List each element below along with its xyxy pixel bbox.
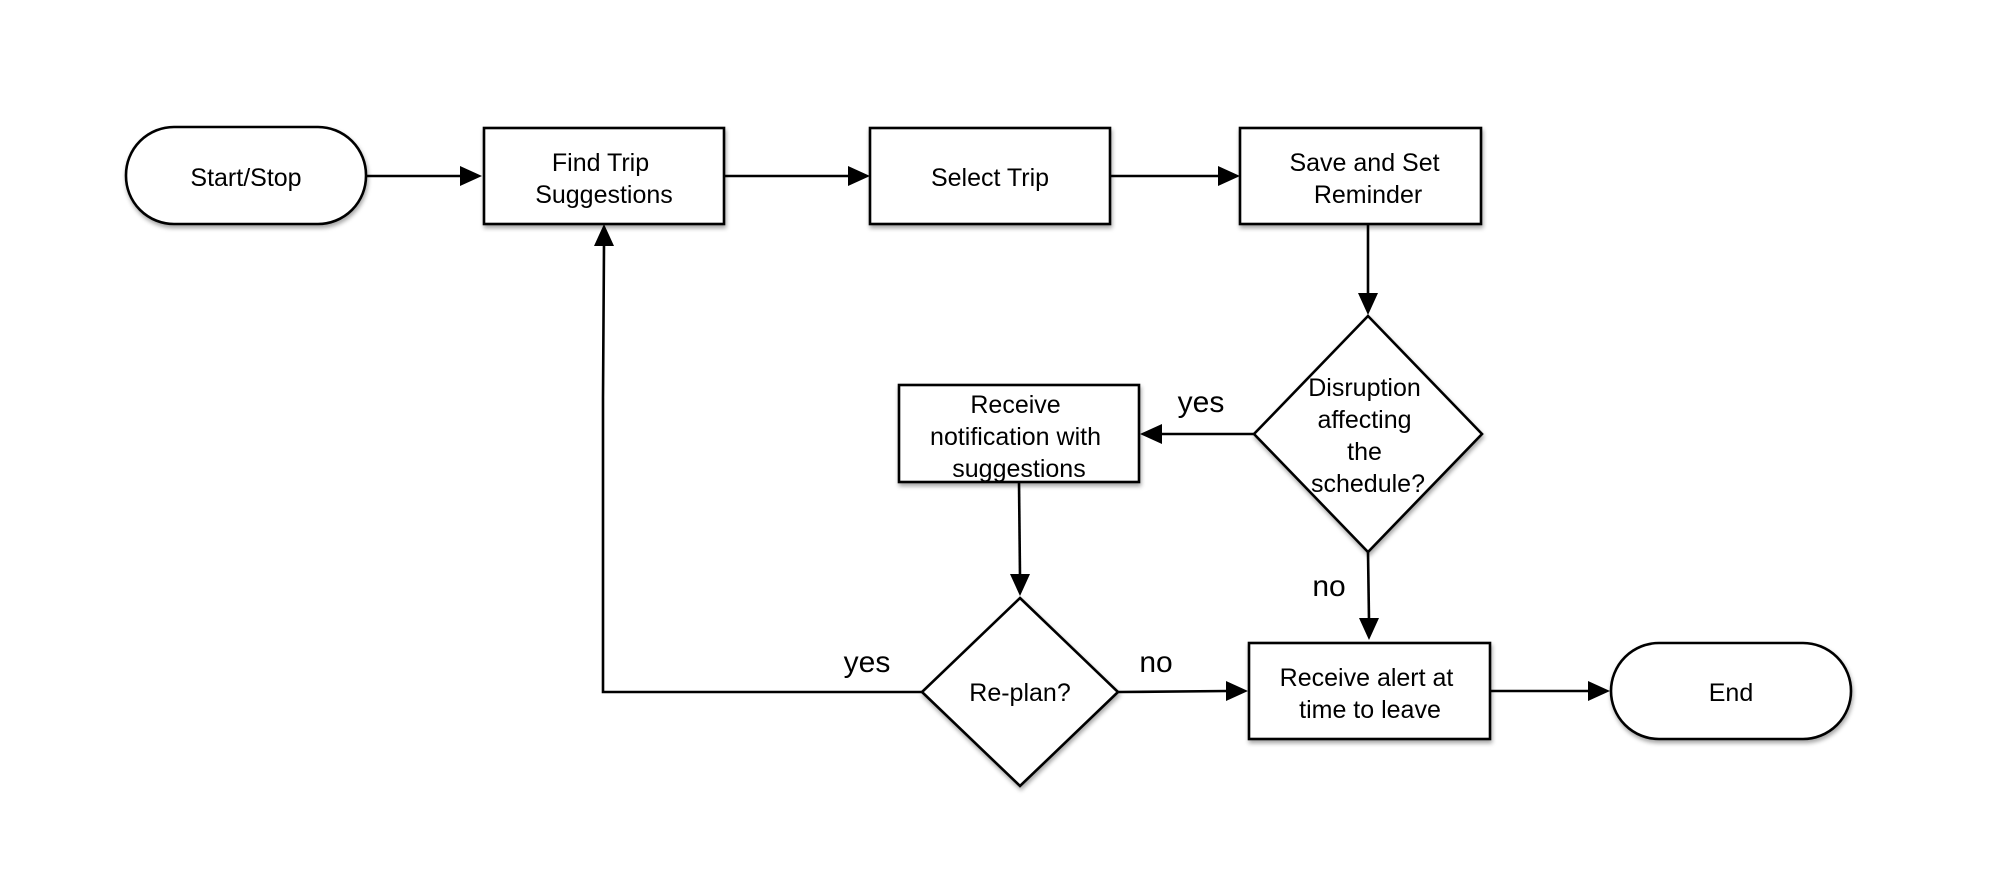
edge-receive-alert-to-end [1490,681,1610,701]
edge-find-trip-to-select-trip [724,166,870,186]
edge-replan-to-find-trip: yes [594,224,922,694]
svg-text:Find Trip Suggestions: Find Trip Suggestions [535,149,673,209]
edge-disruption-to-receive-notification: yes [1140,386,1254,444]
node-receive-notification-label-line1: Receive [970,391,1060,419]
svg-text:End: End [1709,679,1753,707]
node-find-trip-suggestions: Find Trip Suggestions [482,126,726,226]
svg-text:Disruption affecting: Disruption affecting the schedule? [1308,374,1428,498]
svg-text:Receive notification wit: Receive notification with suggestions [930,391,1108,483]
node-replan-decision: Re-plan? [920,596,1120,788]
node-receive-notification: Receive notification with suggestions [897,383,1141,484]
node-receive-alert-label-line1: Receive alert at [1280,664,1454,692]
edge-receive-notification-to-replan [1010,481,1030,596]
edge-label-replan-yes: yes [844,646,891,679]
edge-label-disruption-no: no [1312,570,1345,603]
node-start-stop-label: Start/Stop [190,164,301,192]
node-disruption-label-line3: the [1347,438,1382,466]
edge-replan-to-receive-alert: no [1117,646,1248,701]
svg-text:Receive alert at time to: Receive alert at time to leave [1280,664,1461,724]
node-receive-notification-label-line2: notification with [930,423,1101,451]
node-replan-label: Re-plan? [969,679,1070,707]
node-disruption-label-line2: affecting [1317,406,1411,434]
node-disruption-decision: Disruption affecting the schedule? [1252,314,1484,554]
svg-text:Start/Stop: Start/Stop [190,164,301,192]
node-save-reminder-label-line2: Reminder [1314,181,1422,209]
svg-text:Save and Set Reminder: Save and Set Reminder [1289,149,1446,209]
edge-select-trip-to-save-reminder [1110,166,1240,186]
edge-disruption-to-receive-alert: no [1312,551,1379,640]
edge-start-to-find-trip [366,166,482,186]
edge-label-replan-no: no [1139,646,1172,679]
node-disruption-label-line1: Disruption [1308,374,1421,402]
node-receive-alert: Receive alert at time to leave [1247,641,1492,741]
node-select-trip: Select Trip [868,126,1112,226]
node-start-stop: Start/Stop [124,125,368,226]
node-end-label: End [1709,679,1753,707]
edge-save-reminder-to-disruption [1358,225,1378,315]
node-end: End [1609,641,1853,741]
edge-label-disruption-yes: yes [1178,386,1225,419]
node-receive-alert-label-line2: time to leave [1299,696,1441,724]
node-find-trip-label-line1: Find Trip [552,149,649,177]
node-find-trip-label-line2: Suggestions [535,181,673,209]
node-save-reminder-label-line1: Save and Set [1289,149,1439,177]
svg-text:Re-plan?: Re-plan? [969,679,1070,707]
node-select-trip-label: Select Trip [931,164,1049,192]
node-save-and-set-reminder: Save and Set Reminder [1238,126,1483,226]
node-disruption-label-line4: schedule? [1311,470,1425,498]
node-receive-notification-label-line3: suggestions [952,455,1085,483]
svg-text:Select Trip: Select Trip [931,164,1049,192]
